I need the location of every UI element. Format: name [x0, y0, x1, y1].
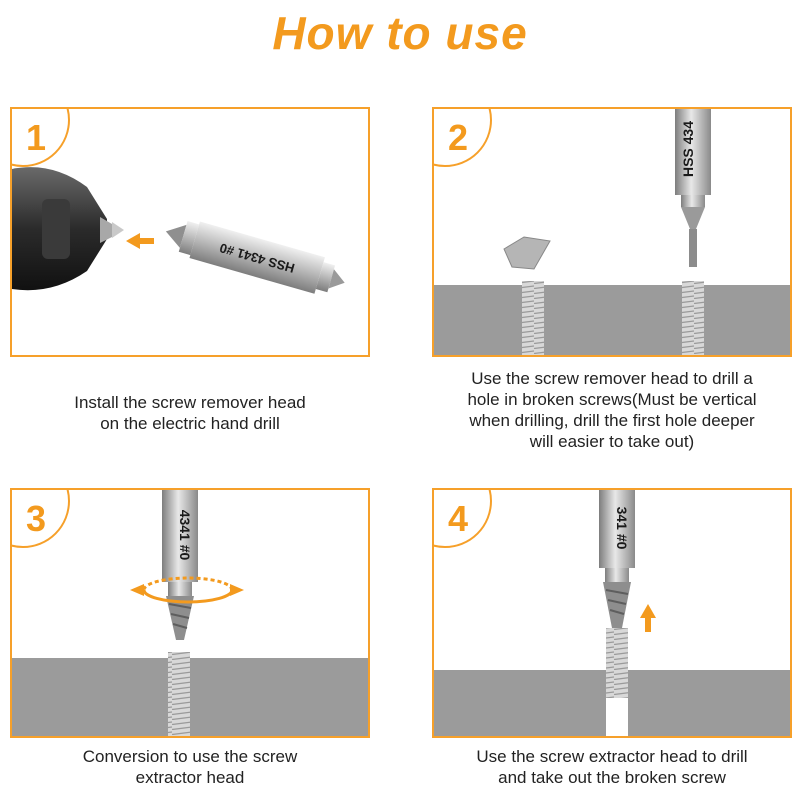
threaded-hole-icon — [522, 281, 704, 355]
step-4-panel: 341 #0 4 — [432, 488, 792, 738]
step-1-illustration: HSS 4341 #0 — [12, 167, 345, 294]
caption-line: Use the screw remover head to drill a — [471, 369, 753, 388]
step-3-panel: 4341 #0 3 — [10, 488, 370, 738]
caption-line: extractor head — [135, 768, 245, 787]
page-title: How to use — [272, 7, 528, 59]
empty-hole — [606, 698, 628, 736]
step-4-illustration: 341 #0 — [434, 490, 790, 736]
step-3-caption: Conversion to use the screw extractor he… — [10, 746, 370, 788]
step-number: 2 — [448, 117, 469, 158]
caption-line: Use the screw extractor head to drill — [476, 747, 748, 766]
step-2-illustration: HSS 434 — [434, 109, 790, 355]
caption-line: Install the screw remover head — [74, 393, 306, 412]
wall-block — [12, 658, 368, 736]
bit-label: 4341 #0 — [177, 510, 193, 561]
step-number: 4 — [448, 498, 469, 539]
broken-screw-head-icon — [503, 236, 551, 270]
electric-drill-icon — [12, 167, 124, 291]
step-number: 1 — [26, 117, 47, 158]
screw-extractor-bit-icon: HSS 4341 #0 — [165, 221, 345, 294]
arrow-up-icon — [640, 604, 656, 632]
threaded-hole-icon — [168, 652, 190, 736]
rotate-arrow-icon — [130, 576, 244, 604]
step-3-illustration: 4341 #0 — [12, 490, 368, 736]
step-1-caption: Install the screw remover head on the el… — [10, 392, 370, 434]
step-2-panel: HSS 434 2 — [432, 107, 792, 357]
step-number: 3 — [26, 498, 47, 539]
step-2-caption: Use the screw remover head to drill a ho… — [422, 368, 800, 452]
screw-extractor-bit-icon: 341 #0 — [599, 490, 635, 628]
step-1-panel: HSS 4341 #0 1 — [10, 107, 370, 357]
bit-label: 341 #0 — [614, 507, 630, 550]
caption-line: and take out the broken screw — [498, 768, 726, 787]
screw-extractor-bit-icon: 4341 #0 — [162, 490, 198, 640]
caption-line: when drilling, drill the first hole deep… — [469, 411, 755, 430]
caption-line: on the electric hand drill — [100, 414, 280, 433]
caption-line: Conversion to use the screw — [82, 747, 298, 766]
step-4-caption: Use the screw extractor head to drill an… — [422, 746, 800, 788]
threaded-hole-icon — [606, 628, 628, 698]
caption-line: will easier to take out) — [529, 432, 695, 451]
caption-line: hole in broken screws(Must be vertical — [467, 390, 757, 409]
wall-block — [434, 285, 790, 355]
arrow-left-icon — [126, 233, 154, 249]
screw-extractor-bit-icon: HSS 434 — [675, 109, 711, 267]
bit-label: HSS 434 — [680, 121, 696, 177]
